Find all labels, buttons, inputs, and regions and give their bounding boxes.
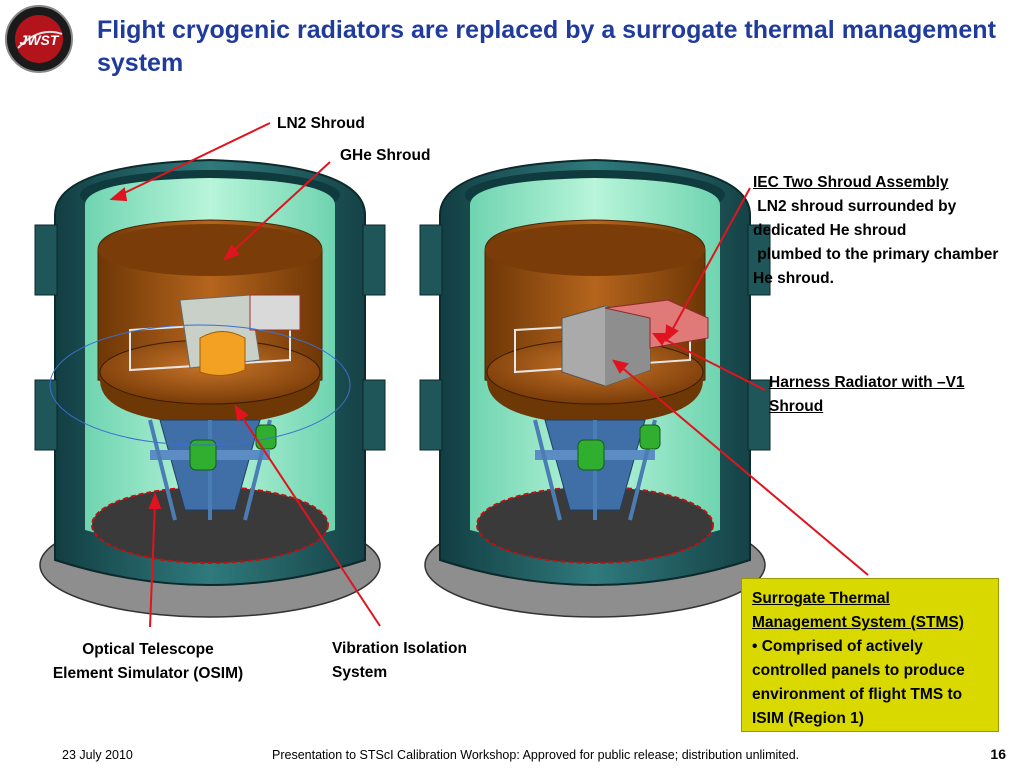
iec-title: IEC Two Shroud Assembly	[753, 174, 949, 191]
iec-line-2: dedicated He shroud	[753, 222, 907, 239]
harness-radiator-label: Harness Radiator with –V1 Shroud	[769, 371, 965, 419]
osim-label: Optical Telescope Element Simulator (OSI…	[48, 638, 248, 686]
stms-body-3: environment of flight TMS to	[752, 686, 963, 703]
annotation-arrows	[109, 122, 869, 628]
osim-line-1: Optical Telescope	[82, 641, 214, 658]
right-chamber	[419, 158, 771, 618]
osim-line-2: Element Simulator (OSIM)	[52, 665, 244, 682]
left-chamber	[34, 158, 386, 618]
ghe-shroud-label: GHe Shroud	[340, 147, 431, 164]
svg-text:JWST: JWST	[20, 32, 60, 48]
iec-assembly-label: IEC Two Shroud Assembly LN2 shroud surro…	[753, 171, 998, 291]
stms-title-2: Management System (STMS)	[752, 614, 964, 631]
footer-date: 23 July 2010	[62, 748, 133, 762]
iec-line-4: He shroud.	[753, 270, 834, 287]
harness-line-2: Shroud	[769, 398, 824, 415]
stms-body-4: ISIM (Region 1)	[752, 710, 864, 727]
vib-line-1: Vibration Isolation	[332, 640, 467, 657]
iec-line-3: plumbed to the primary chamber	[753, 246, 999, 263]
stms-body-1: • Comprised of actively	[752, 638, 923, 655]
vibration-isolation-label: Vibration Isolation System	[332, 637, 467, 685]
vib-line-2: System	[332, 664, 388, 681]
iec-line-1: LN2 shroud surrounded by	[753, 198, 957, 215]
jwst-logo: JWST	[5, 5, 73, 73]
footer-note: Presentation to STScI Calibration Worksh…	[272, 748, 800, 762]
harness-line-1: Harness Radiator with –V1	[769, 374, 965, 391]
stms-body-2: controlled panels to produce	[752, 662, 965, 679]
slide-title: Flight cryogenic radiators are replaced …	[97, 16, 996, 77]
stms-title-1: Surrogate Thermal	[752, 590, 890, 607]
page-number: 16	[990, 746, 1006, 762]
stms-callout-box: Surrogate Thermal Management System (STM…	[741, 578, 999, 732]
ln2-shroud-label: LN2 Shroud	[277, 115, 365, 132]
